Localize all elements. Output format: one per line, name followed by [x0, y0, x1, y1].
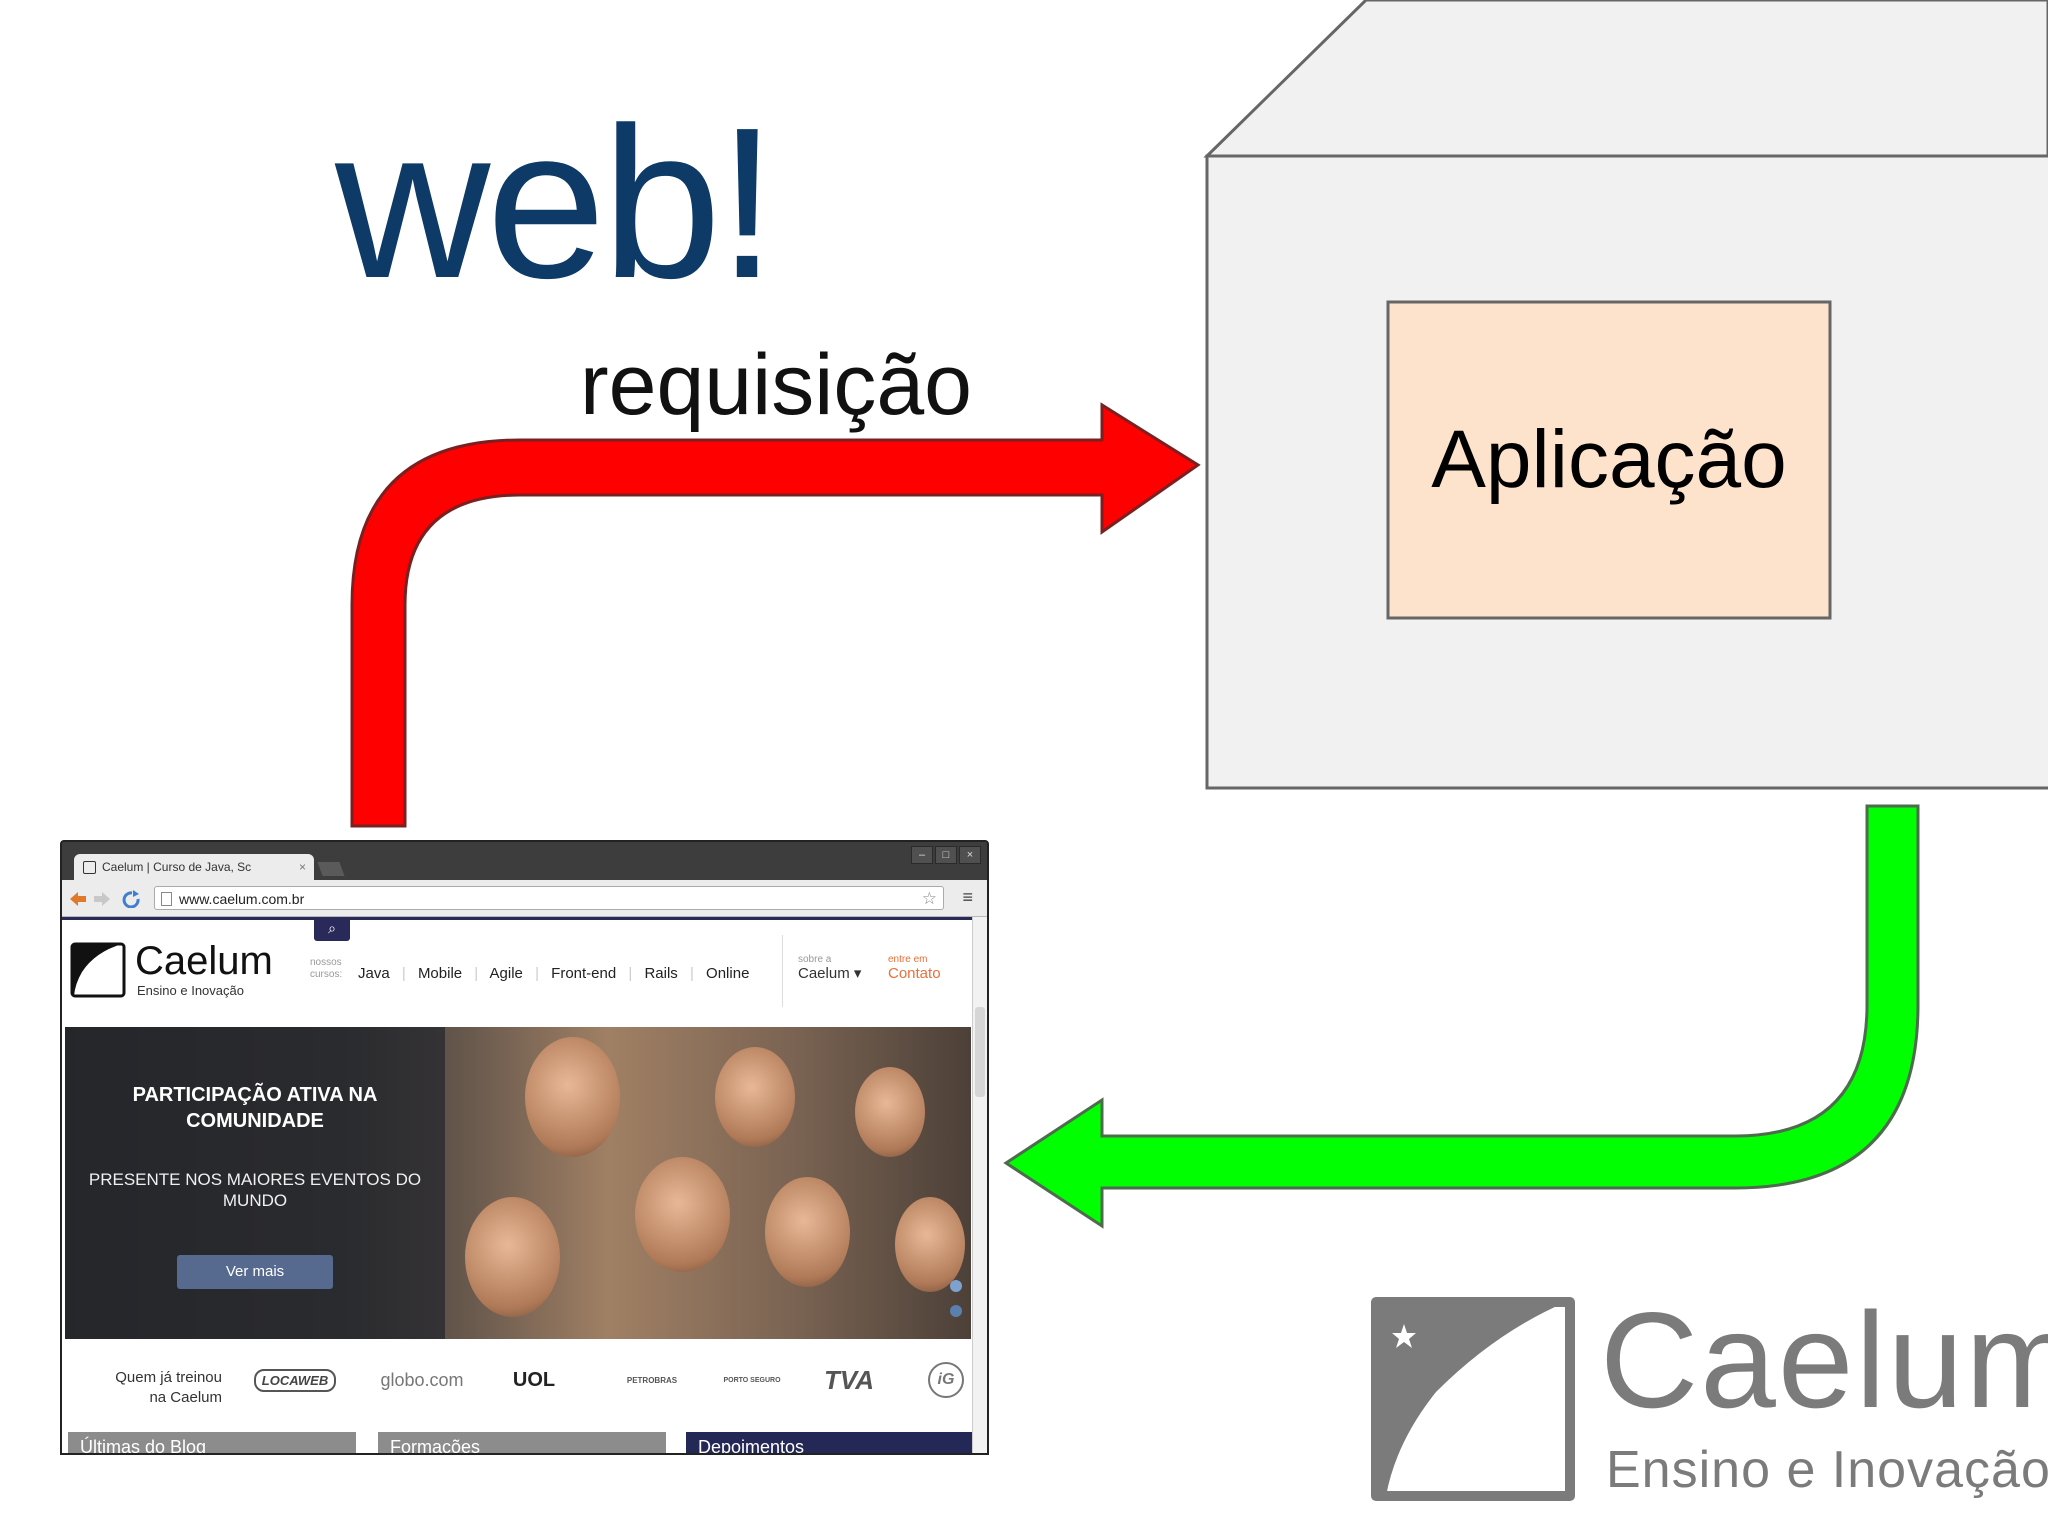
search-icon[interactable]: ⌕ — [314, 917, 350, 941]
client-tva: TVA — [823, 1364, 875, 1395]
client-porto-seguro: PORTO SEGURO — [723, 1376, 781, 1384]
star-icon[interactable]: ☆ — [921, 889, 937, 908]
back-icon — [70, 892, 86, 906]
close-window-button[interactable]: × — [959, 846, 981, 864]
caelum-logo-mark — [1371, 1297, 1575, 1501]
photo-face — [715, 1047, 795, 1147]
courses-label: nossos cursos: — [310, 957, 342, 981]
server-roof — [1203, 0, 2048, 158]
request-label: requisição — [580, 337, 972, 433]
browser-toolbar: www.caelum.com.br ☆ ≡ — [62, 880, 987, 917]
minimize-button[interactable]: – — [911, 846, 933, 864]
menu-icon[interactable]: ≡ — [962, 887, 973, 907]
site-logo-tagline: Ensino e Inovação — [137, 983, 244, 998]
hero-title: PARTICIPAÇÃO ATIVA NA COMUNIDADE — [132, 1084, 378, 1132]
client-uol: UOL — [512, 1368, 556, 1391]
logo-name: Caelum — [1600, 1284, 2048, 1436]
diagram-title: web! — [335, 82, 777, 323]
about-link[interactable]: sobre a Caelum ▾ — [798, 953, 861, 981]
client-ig: iG — [928, 1362, 964, 1398]
bottom-sections: Últimas do Blog Formações Depoimentos — [62, 1424, 972, 1453]
nav-divider — [782, 935, 783, 1007]
browser-window: Caelum | Curso de Java, Sc × – □ × www.c… — [60, 840, 989, 1455]
client-petrobras: PETROBRAS — [626, 1375, 678, 1385]
section-blog[interactable]: Últimas do Blog — [68, 1432, 356, 1453]
application-label: Aplicação — [1431, 414, 1787, 505]
site-logo-name: Caelum — [135, 939, 273, 983]
trained-line-1: Quem já treinou — [115, 1369, 222, 1386]
scroll-thumb[interactable] — [975, 1007, 985, 1097]
photo-face — [635, 1157, 730, 1272]
nav-front-end[interactable]: Front-end — [551, 965, 617, 982]
nav-buttons — [70, 890, 140, 908]
about-text: Caelum ▾ — [798, 965, 862, 982]
trained-label: Quem já treinou na Caelum — [82, 1368, 222, 1408]
section-formacoes[interactable]: Formações — [378, 1432, 666, 1453]
photo-face — [465, 1197, 560, 1317]
clients-strip: Quem já treinou na Caelum LOCAWEB globo.… — [62, 1342, 972, 1422]
tab-title: Caelum | Curso de Java, Sc — [102, 860, 252, 874]
contact-link[interactable]: entre em Contato — [888, 953, 941, 981]
nav-rails[interactable]: Rails — [644, 965, 678, 982]
client-locaweb: LOCAWEB — [253, 1368, 337, 1392]
forward-icon — [94, 892, 110, 906]
nav-mobile[interactable]: Mobile — [417, 965, 463, 982]
nav-online[interactable]: Online — [706, 965, 750, 982]
address-bar[interactable]: www.caelum.com.br ☆ — [154, 886, 944, 910]
hero-banner: PARTICIPAÇÃO ATIVA NA COMUNIDADE PRESENT… — [65, 1027, 971, 1339]
photo-face — [855, 1067, 925, 1157]
application-box — [1386, 300, 1832, 620]
photo-face — [765, 1177, 850, 1287]
carousel-dot[interactable] — [950, 1280, 962, 1292]
page-scrollbar[interactable] — [972, 917, 987, 1453]
favicon-icon — [83, 861, 96, 874]
site-nav: Java | Mobile | Agile | Front-end | Rail… — [358, 965, 750, 982]
trained-line-2: na Caelum — [149, 1389, 222, 1406]
url-text: www.caelum.com.br — [179, 891, 305, 907]
nav-java[interactable]: Java — [358, 965, 390, 982]
courses-label-1: nossos — [310, 957, 342, 968]
browser-tab[interactable]: Caelum | Curso de Java, Sc × — [74, 854, 314, 880]
courses-label-2: cursos: — [310, 969, 343, 980]
tab-close-icon[interactable]: × — [298, 860, 306, 874]
page-icon — [161, 892, 172, 906]
new-tab-button[interactable] — [317, 862, 345, 876]
contact-text: Contato — [888, 965, 941, 982]
contact-small: entre em — [888, 954, 928, 965]
hero-subtitle: PRESENTE NOS MAIORES EVENTOS DO MUNDO — [88, 1170, 422, 1210]
reload-icon — [122, 890, 140, 908]
logo-tagline: Ensino e Inovação — [1606, 1441, 2048, 1499]
tab-bar: Caelum | Curso de Java, Sc × – □ × — [62, 842, 987, 880]
section-depoimentos[interactable]: Depoimentos — [686, 1432, 972, 1453]
ver-mais-button[interactable]: Ver mais — [177, 1255, 333, 1289]
top-stripe — [62, 917, 972, 920]
maximize-button[interactable]: □ — [935, 846, 957, 864]
nav-agile[interactable]: Agile — [489, 965, 523, 982]
photo-face — [525, 1037, 620, 1157]
carousel-dot[interactable] — [950, 1305, 962, 1317]
request-arrow — [350, 402, 1201, 828]
about-small: sobre a — [798, 954, 832, 965]
site-logo-mark — [70, 942, 126, 998]
photo-face — [895, 1197, 965, 1292]
client-globo: globo.com — [380, 1369, 464, 1390]
response-arrow — [1003, 804, 1920, 1229]
web-page: ⌕ Caelum Ensino e Inovação nossos cursos… — [62, 917, 972, 1453]
